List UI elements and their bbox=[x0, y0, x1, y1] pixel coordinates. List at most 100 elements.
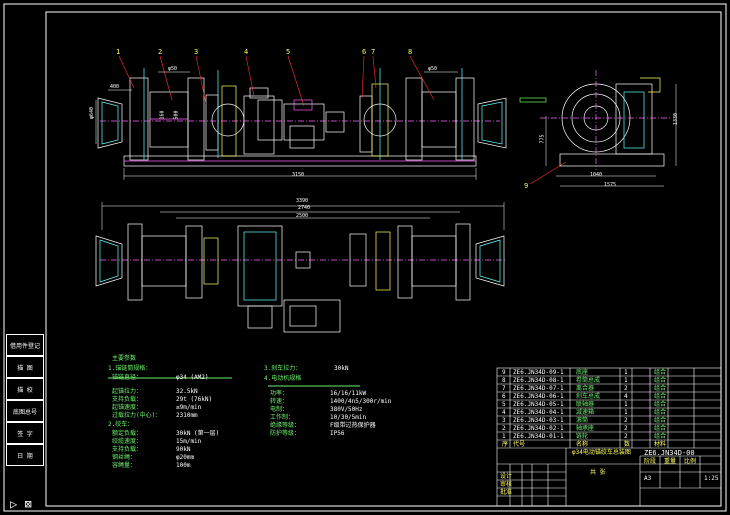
bom-cell-name: 卷筒总成 bbox=[576, 377, 601, 384]
bom-cell-no: 5 bbox=[502, 401, 506, 408]
bom-header-code: 代号 bbox=[513, 441, 526, 448]
bom-cell-mat: 组合 bbox=[654, 433, 667, 440]
tech-right-key-5: 工作制： bbox=[270, 414, 295, 421]
bom-cell-code: ZE6.JN34D-06-1 bbox=[513, 393, 564, 400]
bom-cell-code: ZE6.JN34D-08-1 bbox=[513, 377, 564, 384]
bom-cell-mat: 组合 bbox=[654, 393, 667, 400]
bom-cell-code: ZE6.JN34D-01-1 bbox=[513, 433, 564, 440]
bom-cell-no: 8 bbox=[502, 377, 506, 384]
part-number-1: 1 bbox=[116, 48, 121, 56]
tech-left-val-3: 29t (76kN) bbox=[176, 396, 213, 403]
bom-cell-mat: 组合 bbox=[654, 385, 667, 392]
drawing-number: ZE6.JN34D-00 bbox=[644, 449, 695, 457]
bom-header-no: 序 bbox=[502, 441, 509, 448]
ucs-icon: ▷ ⊠ bbox=[10, 497, 32, 511]
paper-size: A3 bbox=[644, 475, 652, 482]
bom-cell-code: ZE6.JN34D-07-1 bbox=[513, 385, 564, 392]
bom-cell-name: 离合器 bbox=[576, 385, 595, 392]
bom-cell-name: 滚筒 bbox=[576, 417, 589, 424]
tech-left-key-1: 锚链直径： bbox=[112, 374, 143, 381]
bom-cell-no: 6 bbox=[502, 393, 506, 400]
tech-left-title: 主要参数 bbox=[112, 355, 137, 362]
dim-2500: 2500 bbox=[296, 213, 309, 219]
dim-400: 400 bbox=[110, 84, 120, 90]
part-number-9: 9 bbox=[524, 182, 529, 190]
weight-label: 重量 bbox=[664, 458, 677, 465]
tech-left-val-1: φ34 (AM2) bbox=[176, 374, 209, 381]
tech-right-val-6: F级带过热保护器 bbox=[330, 422, 376, 429]
outer-frame bbox=[3, 3, 727, 512]
dim-phi50-left: φ50 bbox=[168, 66, 178, 72]
bom-cell-no: 9 bbox=[502, 369, 506, 376]
tech-right-val-0: 30kN bbox=[334, 365, 349, 372]
tech-left-val-8: 15m/min bbox=[176, 438, 202, 445]
elevation-view bbox=[97, 68, 507, 167]
scale-ratio: 1:25 bbox=[704, 475, 719, 482]
bom-cell-mat: 组合 bbox=[654, 425, 667, 432]
tech-left-key-9: 支持负载： bbox=[112, 446, 143, 453]
bom-cell-no: 4 bbox=[502, 409, 506, 416]
tech-left-val-9: 90kN bbox=[176, 446, 191, 453]
tech-right-val-2: 16/16/11kW bbox=[330, 390, 367, 397]
tech-right-val-3: 1400/4n5/300r/min bbox=[330, 398, 392, 405]
stage-label: 阶段 bbox=[644, 458, 657, 465]
side-label-1: 描 图 bbox=[6, 356, 44, 378]
dim-phi640: φ640 bbox=[89, 106, 96, 120]
tech-right-key-2: 功率： bbox=[270, 390, 289, 397]
bom-header-mat: 材料 bbox=[654, 441, 667, 448]
bom-cell-qty: 2 bbox=[624, 433, 628, 440]
tech-left-key-4: 起锚速度： bbox=[112, 404, 143, 411]
tech-right-key-4: 电制： bbox=[270, 406, 289, 413]
tech-left-val-4: ≥9m/min bbox=[176, 404, 202, 411]
bom-cell-name: 联轴器 bbox=[576, 401, 595, 408]
bom-cell-qty: 2 bbox=[624, 425, 628, 432]
tech-right-val-7: IP56 bbox=[330, 430, 345, 437]
tech-right-key-3: 转速： bbox=[270, 398, 289, 405]
check-label: 审核 bbox=[500, 481, 513, 488]
dimension-lines-plan bbox=[101, 202, 505, 230]
dim-3150: 3150 bbox=[292, 172, 305, 178]
tech-left-val-2: 32.5kN bbox=[176, 388, 198, 395]
dim-500: 500 bbox=[173, 110, 180, 120]
dim-775: 775 bbox=[539, 134, 546, 144]
bom-cell-code: ZE6.JN34D-04-1 bbox=[513, 409, 564, 416]
tech-right-key-6: 绝缘等级： bbox=[270, 422, 301, 429]
bom-cell-no: 3 bbox=[502, 417, 506, 424]
tech-left-key-6: 2.绞车： bbox=[108, 421, 134, 428]
designer-label: 设计 bbox=[500, 473, 513, 480]
bom-cell-qty: 2 bbox=[624, 385, 628, 392]
end-view bbox=[519, 70, 677, 187]
tech-right-val-5: 10/30/5min bbox=[330, 414, 367, 421]
sheet-label: 共 张 bbox=[590, 469, 606, 476]
scale-label: 比例 bbox=[684, 458, 697, 465]
bom-header-qty: 数 bbox=[624, 441, 631, 448]
part-number-5: 5 bbox=[286, 48, 291, 56]
approve-label: 批准 bbox=[500, 489, 513, 496]
bom-cell-code: ZE6.JN34D-09-1 bbox=[513, 369, 564, 376]
bom-cell-qty: 2 bbox=[624, 417, 628, 424]
bom-cell-no: 7 bbox=[502, 385, 506, 392]
dim-1330: 1330 bbox=[673, 112, 680, 126]
bom-header-name: 名称 bbox=[576, 441, 589, 448]
bom-cell-code: ZE6.JN34D-05-1 bbox=[513, 401, 564, 408]
bom-table-grid bbox=[496, 367, 722, 507]
tech-right-key-0: 3.刹车拉力： bbox=[264, 365, 302, 372]
dim-phi50-right: φ50 bbox=[428, 66, 438, 72]
bom-cell-code: ZE6.JN34D-02-1 bbox=[513, 425, 564, 432]
part-number-2: 2 bbox=[158, 48, 163, 56]
part-number-7: 7 bbox=[371, 48, 376, 56]
tech-left-key-3: 支持负载： bbox=[112, 396, 143, 403]
bom-cell-mat: 组合 bbox=[654, 401, 667, 408]
dimension-lines-elevation bbox=[95, 71, 477, 180]
dim-1040: 1040 bbox=[590, 172, 603, 178]
tech-right-key-1: 4.电动机规格 bbox=[264, 375, 302, 382]
inner-frame bbox=[45, 11, 722, 507]
bom-cell-name: 轴承座 bbox=[576, 425, 595, 432]
dim-1575: 1575 bbox=[604, 182, 617, 188]
bom-cell-qty: 1 bbox=[624, 409, 628, 416]
bom-cell-qty: 4 bbox=[624, 393, 628, 400]
bom-cell-name: 刹车总成 bbox=[576, 393, 601, 400]
bom-cell-name: 减速箱 bbox=[576, 409, 595, 416]
side-label-5: 日 期 bbox=[6, 444, 44, 466]
tech-left-key-7: 额定负载： bbox=[112, 430, 143, 437]
